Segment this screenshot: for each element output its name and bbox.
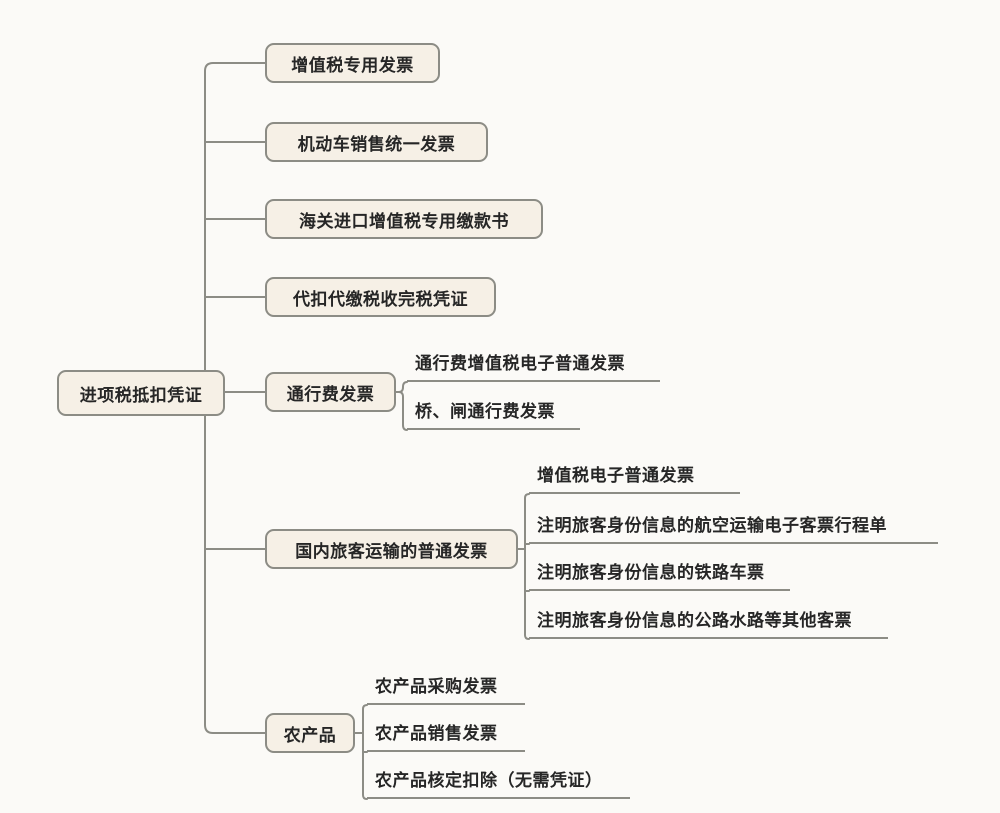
branch-agricultural-products[interactable]: 农产品 xyxy=(265,713,355,753)
leaf-air-transport-e-ticket-itinerary[interactable]: 注明旅客身份信息的航空运输电子客票行程单 xyxy=(529,515,938,544)
leaf-vat-electronic-ordinary-invoice[interactable]: 增值税电子普通发票 xyxy=(529,465,740,494)
branch-vat-special-invoice[interactable]: 增值税专用发票 xyxy=(265,43,440,83)
leaf-agricultural-purchase-invoice[interactable]: 农产品采购发票 xyxy=(367,676,525,705)
leaf-agricultural-sales-invoice[interactable]: 农产品销售发票 xyxy=(367,723,525,752)
leaf-toll-evat-electronic-ordinary-invoice[interactable]: 通行费增值税电子普通发票 xyxy=(407,353,660,382)
root-node-input-tax-vouchers[interactable]: 进项税抵扣凭证 xyxy=(57,370,225,416)
branch-customs-import-vat-payment-note[interactable]: 海关进口增值税专用缴款书 xyxy=(265,199,543,239)
branch-toll-invoice[interactable]: 通行费发票 xyxy=(265,372,396,412)
leaf-railway-ticket-with-passenger-id[interactable]: 注明旅客身份信息的铁路车票 xyxy=(529,562,790,591)
branch-motor-vehicle-sales-invoice[interactable]: 机动车销售统一发票 xyxy=(265,122,488,162)
branch-domestic-passenger-transport-invoice[interactable]: 国内旅客运输的普通发票 xyxy=(265,529,518,569)
leaf-agricultural-assessed-deduction[interactable]: 农产品核定扣除（无需凭证） xyxy=(367,770,630,799)
branch-withholding-tax-certificate[interactable]: 代扣代缴税收完税凭证 xyxy=(265,277,496,317)
leaf-road-water-other-tickets-with-passenger-id[interactable]: 注明旅客身份信息的公路水路等其他客票 xyxy=(529,610,888,639)
leaf-bridge-gate-toll-invoice[interactable]: 桥、闸通行费发票 xyxy=(407,401,580,430)
